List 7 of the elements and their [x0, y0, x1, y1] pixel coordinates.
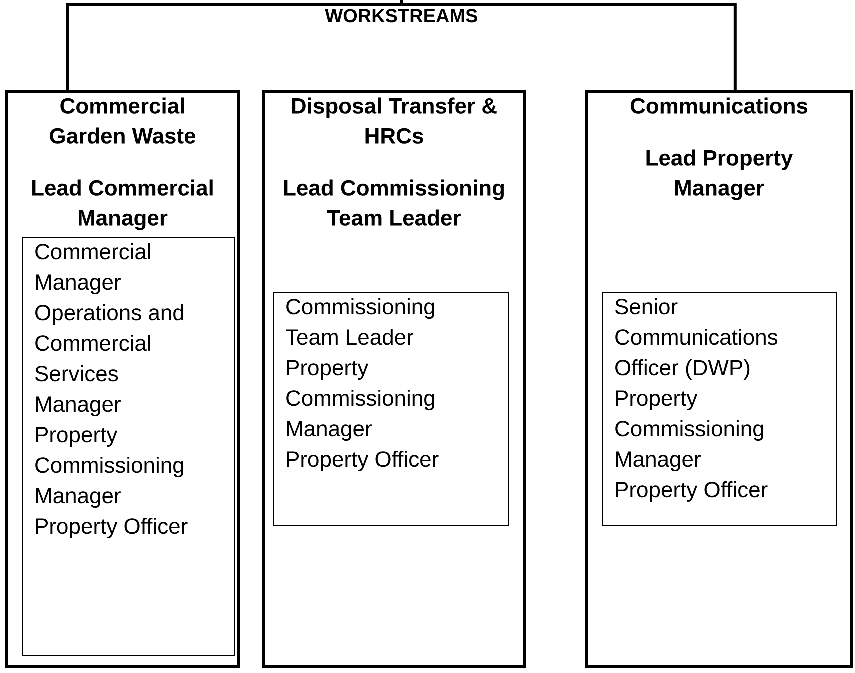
- connector-line: [400, 0, 404, 5]
- role-list-box: Senior Communications Officer (DWP) Property Commissioning Manager Property Officer: [602, 292, 837, 526]
- connector-line: [402, 4, 737, 90]
- role-list-box: Commercial Manager Operations and Commercial Services Manager Property Commissioning Manager Property Officer: [22, 237, 235, 656]
- role-list-box: Commissioning Team Leader Property Commissioning Manager Property Officer: [273, 292, 509, 526]
- connector-line: [66, 4, 402, 90]
- heading-text: WORKSTREAMS: [325, 9, 478, 23]
